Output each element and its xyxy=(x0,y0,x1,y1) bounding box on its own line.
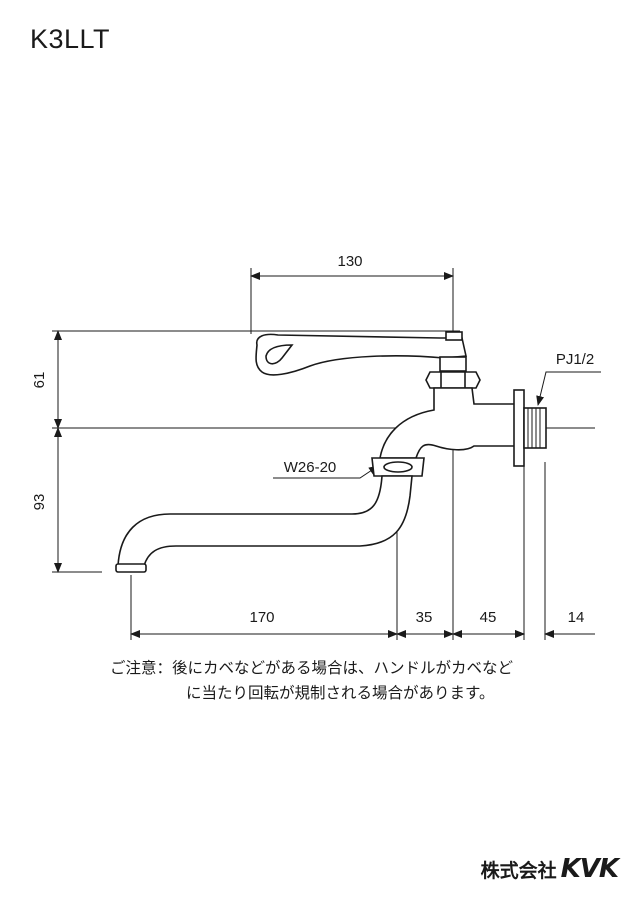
wall-flange xyxy=(513,389,525,467)
caution-note-line2: に当たり回転が規制される場合があります。 xyxy=(186,684,495,702)
brand-logo: KVK xyxy=(560,854,619,884)
handle-grip-slot xyxy=(265,344,294,365)
hex-nut xyxy=(425,371,481,389)
dim-label-93: 93 xyxy=(31,494,48,511)
brand-company: 株式会社 xyxy=(480,860,557,882)
caution-note-line1: ご注意：後にカベなどがある場合は、ハンドルがカベなど xyxy=(110,659,514,677)
leader-w26 xyxy=(273,465,379,479)
model-title: K3LLT xyxy=(30,24,111,54)
valve-body xyxy=(379,387,517,459)
dim-label-45: 45 xyxy=(480,609,497,626)
dim-label-170: 170 xyxy=(249,609,274,626)
faucet-body xyxy=(115,331,547,573)
dim-label-130: 130 xyxy=(337,253,362,270)
handle-lever xyxy=(255,333,467,376)
spout-pipe xyxy=(117,475,413,567)
dim-label-35: 35 xyxy=(416,609,433,626)
label-pj12: PJ1/2 xyxy=(556,351,594,368)
spout-aerator xyxy=(115,563,147,573)
dim-label-14: 14 xyxy=(568,609,585,626)
valve-stem xyxy=(439,356,467,372)
thread-connector xyxy=(523,407,547,449)
label-w26-20: W26-20 xyxy=(284,459,337,476)
dim-label-61: 61 xyxy=(31,372,48,389)
brand-mark: 株式会社 KVK xyxy=(480,854,619,884)
handle-cap xyxy=(445,331,463,341)
leader-pj12 xyxy=(536,371,601,406)
